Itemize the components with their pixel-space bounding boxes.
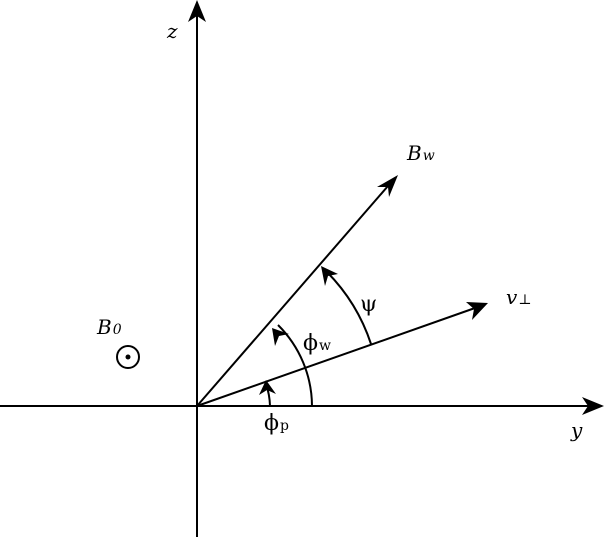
z-axis-label: z (166, 19, 178, 43)
z-axis (188, 0, 206, 537)
psi-label: ψ (360, 292, 377, 317)
vperp-label: v⊥ (506, 285, 531, 309)
phi-w-arc (272, 324, 313, 407)
bw-label: Bw (406, 141, 435, 165)
phi-p-label: ϕp (264, 411, 289, 436)
vperp-vector-arrowhead (466, 302, 488, 320)
bw-vector (196, 175, 398, 407)
b0-out-of-page-symbol (116, 345, 140, 369)
b0-label: B0 (96, 315, 122, 339)
y-axis (0, 397, 604, 415)
y-axis-arrowhead (582, 397, 604, 415)
phi-w-arc-arrowhead (272, 328, 289, 346)
psi-arc-arrowhead (321, 266, 338, 286)
psi-arc (321, 266, 372, 345)
y-axis-label: y (570, 418, 583, 442)
phi-w-label: ϕw (303, 331, 331, 356)
z-axis-arrowhead (188, 0, 206, 22)
phi-p-arc-arrowhead (259, 380, 276, 395)
phi-p-arc (259, 380, 276, 407)
bw-vector-arrowhead (377, 175, 398, 197)
vperp-vector (196, 302, 488, 407)
